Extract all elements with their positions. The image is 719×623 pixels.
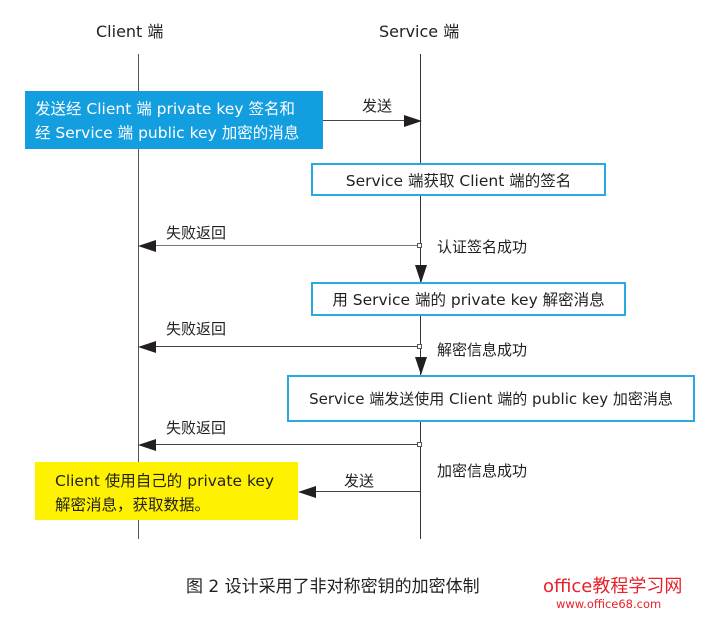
arrow-left-icon	[138, 439, 156, 451]
service-lifeline-title: Service 端	[379, 22, 460, 41]
branch-dot-icon	[417, 344, 422, 349]
fail-label-2: 失败返回	[166, 320, 227, 338]
client-lifeline	[138, 54, 139, 539]
client-result-line2: 解密消息，获取数据。	[55, 496, 211, 514]
send-label-2: 发送	[344, 472, 375, 490]
arrow-right-icon	[404, 115, 422, 127]
arrow-left-icon	[138, 240, 156, 252]
client-result-line1: Client 使用自己的 private key	[55, 472, 275, 490]
success-label-3: 加密信息成功	[437, 462, 528, 480]
send-arrow-1-line	[323, 120, 407, 121]
step-box-decrypt: 用 Service 端的 private key 解密消息	[311, 282, 626, 316]
fail-arrow-2-line	[150, 346, 420, 347]
fail-label-3: 失败返回	[166, 419, 227, 437]
client-request-box: 发送经 Client 端 private key 签名和 经 Service 端…	[25, 91, 323, 149]
success-label-2: 解密信息成功	[437, 341, 528, 359]
fail-arrow-1-line	[150, 245, 420, 246]
client-request-line2: 经 Service 端 public key 加密的消息	[35, 124, 300, 142]
client-lifeline-title: Client 端	[96, 22, 164, 41]
watermark-url: www.office68.com	[556, 597, 662, 611]
arrow-down-icon	[415, 265, 427, 283]
success-label-1: 认证签名成功	[437, 238, 528, 256]
fail-arrow-3-line	[150, 444, 420, 445]
client-request-line1: 发送经 Client 端 private key 签名和	[35, 100, 295, 118]
step-box-encrypt-response: Service 端发送使用 Client 端的 public key 加密消息	[287, 375, 695, 422]
step-box-get-signature: Service 端获取 Client 端的签名	[311, 163, 606, 196]
branch-dot-icon	[417, 442, 422, 447]
branch-dot-icon	[417, 243, 422, 248]
watermark-title: office教程学习网	[543, 576, 683, 597]
fail-label-1: 失败返回	[166, 224, 227, 242]
send-label-1: 发送	[362, 97, 393, 115]
arrow-left-icon	[298, 486, 316, 498]
figure-caption: 图 2 设计采用了非对称密钥的加密体制	[186, 577, 480, 597]
arrow-down-icon	[415, 357, 427, 375]
client-result-box: Client 使用自己的 private key 解密消息，获取数据。	[35, 462, 298, 520]
arrow-left-icon	[138, 341, 156, 353]
send-arrow-2-line	[310, 491, 420, 492]
